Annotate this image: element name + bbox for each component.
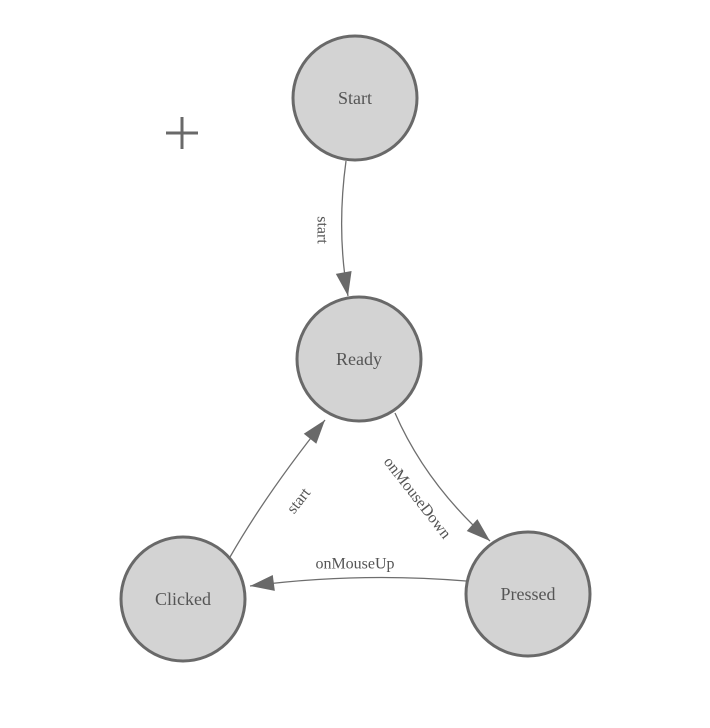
state-label-ready: Ready <box>336 349 382 369</box>
transition-label-pressed-to-clicked: onMouseUp <box>315 556 394 573</box>
state-circle-clicked[interactable] <box>119 535 247 663</box>
state-circle-start[interactable] <box>291 34 419 162</box>
transition-ready-to-pressed: onMouseDown <box>380 412 491 542</box>
state-node-pressed[interactable]: Pressed <box>464 530 592 658</box>
state-node-ready[interactable]: Ready <box>295 295 423 423</box>
plus-crosshair-icon <box>166 117 198 149</box>
state-label-start: Start <box>338 88 372 108</box>
transition-label-start-to-ready: start <box>314 216 331 244</box>
transition-edge-start-to-ready[interactable] <box>335 160 352 297</box>
state-circle-pressed[interactable] <box>464 530 592 658</box>
transition-clicked-to-ready: start <box>229 419 326 558</box>
transition-edge-clicked-to-ready[interactable] <box>229 419 326 558</box>
state-circle-ready[interactable] <box>295 295 423 423</box>
state-node-clicked[interactable]: Clicked <box>119 535 247 663</box>
transition-label-clicked-to-ready: start <box>284 484 315 517</box>
state-label-clicked: Clicked <box>155 589 211 609</box>
transition-edge-ready-to-pressed[interactable] <box>394 412 491 542</box>
transition-pressed-to-clicked: onMouseUp <box>249 556 467 591</box>
transition-label-ready-to-pressed: onMouseDown <box>380 454 454 542</box>
state-label-pressed: Pressed <box>501 584 556 604</box>
transition-start-to-ready: start <box>314 160 352 297</box>
transition-edge-pressed-to-clicked[interactable] <box>249 574 467 591</box>
state-node-start[interactable]: Start <box>291 34 419 162</box>
